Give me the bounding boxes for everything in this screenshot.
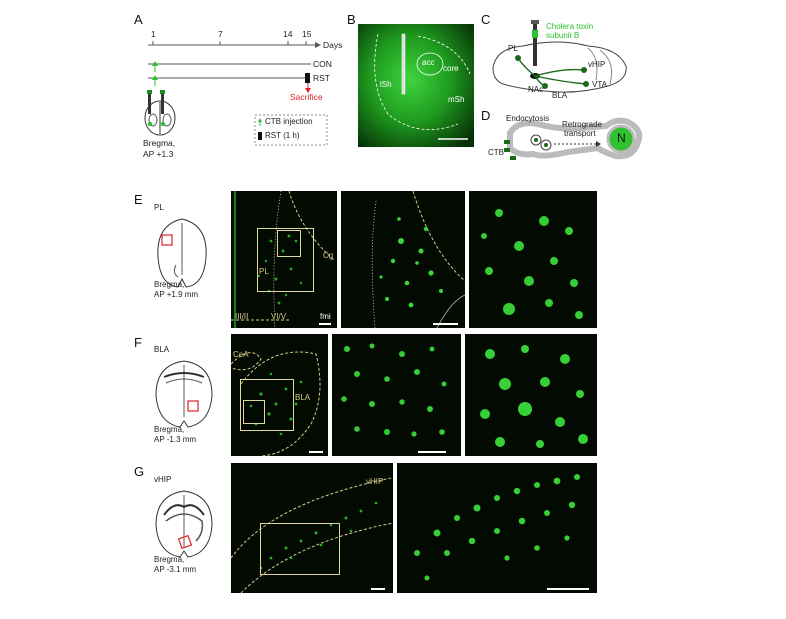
cea-label: CeA — [233, 350, 249, 359]
ap-e: AP +1.9 mm — [154, 290, 199, 299]
panel-e-atlas: PL Bregma, AP +1.9 mm — [152, 203, 222, 313]
pl-area-label: PL — [259, 267, 269, 276]
con-label: CON — [313, 59, 332, 69]
msh-label: mSh — [448, 95, 465, 104]
panel-label-c: C — [481, 12, 491, 27]
panel-g-image-low: vHIP — [231, 463, 393, 593]
retrograde-label-1: Retrograde — [562, 120, 603, 129]
scale-bar — [547, 588, 589, 590]
sacrifice-label: Sacrifice — [290, 92, 323, 102]
panel-label-a: A — [134, 12, 143, 27]
rst-label: RST — [313, 73, 330, 83]
fmi-label: fmi — [320, 312, 331, 321]
panel-label-d: D — [481, 108, 491, 123]
zoom-box-small — [277, 230, 301, 257]
bregma-g: Bregma, — [154, 555, 185, 564]
pl-label: PL — [508, 44, 518, 53]
bla-label: BLA — [552, 91, 568, 100]
bla-area-label: BLA — [295, 393, 311, 402]
zoom-box-small — [243, 400, 265, 424]
retrograde-label-2: transport — [564, 129, 596, 138]
tick-day-14: 14 — [283, 29, 293, 39]
vhip-label: vHIP — [588, 60, 606, 69]
layer-label-2: VI/V — [271, 312, 287, 321]
endocytosis-label: Endocytosis — [506, 114, 550, 123]
region-label-pl: PL — [154, 203, 164, 212]
legend-rst-label: RST (1 h) — [265, 131, 300, 140]
panel-a-timeline: 1 7 14 15 Days CON RST Sacrifice Bregma,… — [143, 20, 343, 170]
panel-label-b: B — [347, 12, 356, 27]
ap-f: AP -1.3 mm — [154, 435, 197, 444]
panel-label-e: E — [134, 192, 143, 207]
panel-e-image-low: PL Cg III/II VI/V fmi — [231, 191, 337, 328]
bregma-f: Bregma, — [154, 425, 185, 434]
bregma-e: Bregma, — [154, 280, 185, 289]
core-label: core — [443, 64, 459, 73]
acc-label: acc — [422, 58, 435, 67]
nac-label: NAc — [528, 85, 544, 94]
vta-label: VTA — [592, 80, 607, 89]
tick-day-15: 15 — [302, 29, 312, 39]
scale-bar — [319, 323, 331, 325]
lsh-label: lSh — [380, 80, 392, 89]
ap-label: AP +1.3 — [143, 149, 174, 159]
panel-g-image-high — [397, 463, 597, 593]
zoom-box — [260, 523, 340, 575]
panel-label-f: F — [134, 335, 142, 350]
nucleus-label: N — [617, 131, 626, 145]
scale-bar — [371, 588, 385, 590]
panel-b-nac-image: acc core lSh mSh — [358, 24, 474, 147]
toxin-label-2: subunit B — [546, 31, 580, 40]
scale-bar — [433, 323, 458, 325]
panel-f-image-high — [465, 334, 597, 456]
days-axis-label: Days — [323, 40, 343, 50]
panel-g-atlas: vHIP Bregma, AP -3.1 mm — [152, 475, 226, 585]
panel-f-image-mid — [332, 334, 461, 456]
zoom-box-large — [257, 228, 314, 292]
panel-d-endocytosis: Endocytosis Retrograde transport CTB N — [488, 108, 648, 168]
panel-label-g: G — [134, 464, 145, 479]
toxin-label-1: Cholera toxin — [546, 22, 594, 31]
bregma-label: Bregma, — [143, 138, 176, 148]
panel-f-atlas: BLA Bregma, AP -1.3 mm — [152, 345, 226, 455]
zoom-box-large — [240, 379, 294, 431]
tick-day-1: 1 — [151, 29, 156, 39]
legend-ctb-label: CTB injection — [265, 117, 313, 126]
region-label-vhip: vHIP — [154, 475, 172, 484]
vhip-area-label: vHIP — [366, 477, 384, 486]
ap-g: AP -3.1 mm — [154, 565, 197, 574]
tick-day-7: 7 — [218, 29, 223, 39]
panel-e-image-high — [469, 191, 597, 328]
region-label-bla: BLA — [154, 345, 170, 354]
scale-bar — [309, 451, 323, 453]
panel-f-image-low: CeA BLA — [231, 334, 328, 456]
panel-e-image-mid — [341, 191, 465, 328]
layer-label-1: III/II — [235, 312, 249, 321]
panel-c-brain-schematic: Cholera toxin subunit B PL vHIP NAc BLA … — [488, 18, 638, 106]
cg-label: Cg — [323, 251, 334, 260]
scale-bar — [418, 451, 446, 453]
ctb-label: CTB — [488, 148, 504, 157]
